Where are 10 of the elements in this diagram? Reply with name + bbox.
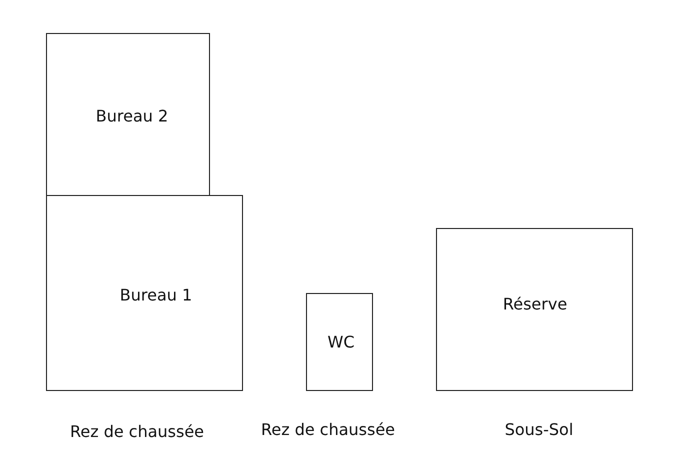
floor-label: Sous-Sol [504,420,574,439]
room-name: Bureau 1 [120,286,192,304]
room-box [436,228,633,391]
floor-label: Rez de chaussée [260,420,396,439]
room-name: Réserve [502,294,568,314]
room-name: WC [328,332,354,352]
floor-label: Rez de chaussée [70,422,204,441]
room-box [306,293,373,391]
room-name: Bureau 2 [96,106,168,126]
room-box [46,195,243,391]
